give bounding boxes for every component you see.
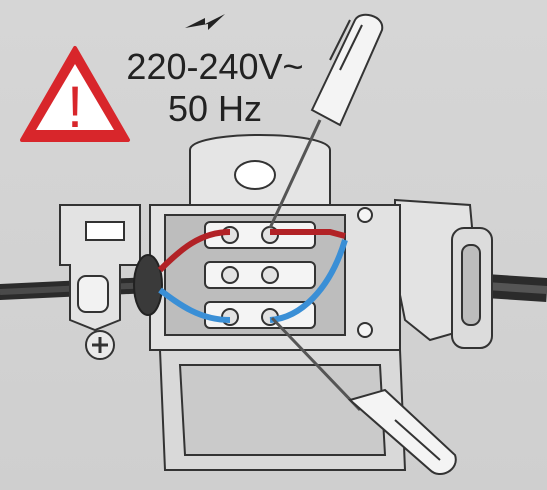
hinged-cover [158,349,407,471]
warning-triangle-icon: ! [20,46,130,142]
screwdriver-icon [270,316,457,475]
right-cable-clamp [394,198,493,349]
frequency-text: 50 Hz [167,88,263,129]
voltage-text: 220-240V~ [126,46,304,87]
screwdriver-icon [268,13,384,229]
warning-exclamation: ! [67,75,83,140]
voltage-label: 220-240V~ 50 Hz [110,46,320,130]
terminal-block [204,221,316,329]
left-cable-clamp [59,204,141,360]
lightning-bolt-icon [185,14,225,30]
wires [157,229,348,323]
